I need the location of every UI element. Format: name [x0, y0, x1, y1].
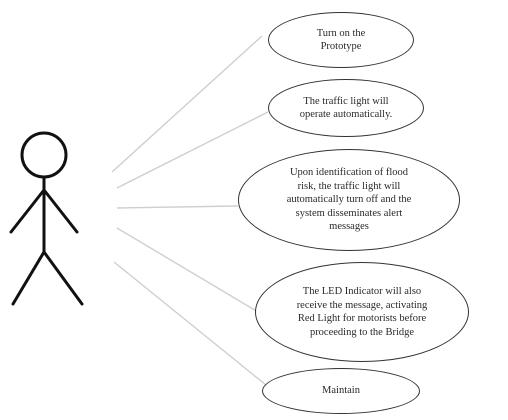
association-line-1 [111, 35, 263, 173]
actor-head [20, 131, 68, 179]
use-case-led-indicator: The LED Indicator will also receive the … [255, 262, 469, 362]
actor-right-leg [42, 250, 84, 306]
use-case-label: The traffic light will operate automatic… [299, 95, 393, 121]
actor-stick-figure [9, 131, 84, 306]
use-case-traffic-light-automatic: The traffic light will operate automatic… [268, 79, 424, 137]
use-case-flood-risk-alert: Upon identification of flood risk, the t… [238, 149, 460, 251]
use-case-label: Upon identification of flood risk, the t… [286, 167, 412, 233]
association-line-3 [116, 205, 239, 209]
use-case-turn-on-prototype: Turn on the Prototype [268, 12, 414, 68]
association-line-5 [113, 261, 267, 386]
associations [111, 35, 269, 386]
use-case-label: The LED Indicator will also receive the … [296, 286, 428, 338]
use-case-maintain: Maintain [262, 368, 420, 414]
association-line-2 [116, 111, 269, 189]
actor-right-arm [42, 188, 79, 234]
actor-left-arm [9, 188, 46, 234]
association-line-4 [116, 227, 259, 313]
actor-left-leg [11, 250, 46, 306]
use-case-label: Turn on the Prototype [316, 27, 366, 53]
use-case-label: Maintain [322, 385, 360, 397]
